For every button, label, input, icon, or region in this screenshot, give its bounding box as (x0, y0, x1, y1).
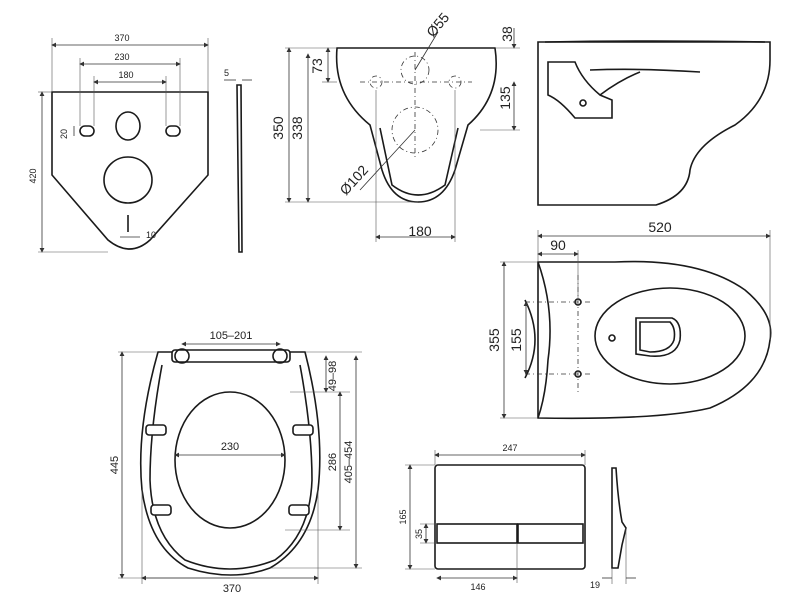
top-width-label: 355 (486, 328, 502, 352)
seat-inner-height-label: 286 (327, 453, 339, 471)
bowl-bolt-left (369, 75, 383, 89)
frame-bottom-label: 10 (146, 230, 156, 240)
bowl-hole-large (391, 106, 439, 154)
plate-width-label: 247 (502, 443, 517, 453)
mounting-frame-drawing: 370 230 180 420 20 10 5 (28, 33, 252, 253)
top-back-curve2 (524, 299, 536, 379)
top-inner-bowl (594, 287, 746, 385)
plate-button-right (517, 523, 584, 544)
bowl-side-drawing (537, 40, 771, 206)
side-trap (599, 71, 641, 96)
frame-profile (236, 84, 243, 253)
top-outline (537, 260, 772, 420)
bowl-offset-label: 73 (309, 58, 325, 74)
flush-plate-drawing: 247 165 35 146 19 (398, 443, 636, 592)
plate-button-left (436, 523, 518, 544)
top-drain (635, 317, 682, 357)
frame-height-label: 420 (28, 168, 38, 183)
seat-bumper-4 (288, 504, 310, 516)
plate-outline (434, 464, 586, 570)
frame-slot-right (165, 125, 181, 137)
frame-slot-left (79, 125, 95, 137)
side-outline (537, 41, 771, 206)
bowl-mid-label: 135 (497, 86, 513, 110)
top-drain-inner (639, 321, 676, 353)
side-bracket (547, 61, 613, 119)
seat-drawing: 105–201 445 370 230 49–98 286 405–454 (109, 330, 362, 595)
bowl-inner-line (379, 127, 459, 196)
seat-outer (139, 351, 321, 576)
top-rim-hole (608, 334, 616, 342)
seat-bumper-2 (292, 424, 314, 436)
seat-hinge-left (174, 348, 190, 364)
top-mount-label: 155 (508, 328, 524, 352)
frame-spacing-label: 230 (114, 52, 129, 62)
seat-width-label: 370 (223, 583, 241, 595)
bowl-top-drawing: 520 90 355 155 (486, 219, 772, 420)
seat-hinge-right (272, 348, 288, 364)
plate-height-label: 165 (398, 509, 408, 524)
side-top-edge (544, 40, 766, 43)
bowl-outline (335, 47, 497, 203)
side-bolt (579, 99, 587, 107)
frame-main-hole (103, 156, 153, 204)
top-length-label: 520 (648, 219, 672, 235)
plate-button-height-label: 35 (414, 529, 424, 539)
bowl-hole-small (400, 55, 430, 85)
plate-button-width-label: 146 (470, 582, 485, 592)
seat-opening (174, 391, 286, 529)
seat-cover-line (149, 364, 313, 570)
side-rim (589, 68, 701, 73)
top-front-label: 90 (550, 237, 566, 253)
frame-outline (51, 91, 209, 250)
seat-inner-width-label: 230 (221, 441, 239, 453)
seat-range-label: 405–454 (343, 441, 355, 484)
seat-hinge-label: 105–201 (210, 330, 253, 342)
bowl-front-drawing: 350 338 73 38 135 Ø55 Ø102 180 (270, 9, 520, 242)
plate-depth-label: 19 (590, 580, 600, 590)
bowl-large-diameter-label: Ø102 (336, 162, 371, 198)
bowl-height-label: 338 (289, 116, 305, 140)
plate-profile (611, 467, 627, 569)
frame-top-hole (115, 111, 141, 141)
seat-hinge-bar (171, 349, 291, 363)
seat-length-label: 445 (109, 456, 121, 474)
seat-offset-label: 49–98 (327, 361, 339, 392)
bowl-bottom-width-label: 180 (408, 223, 432, 239)
bowl-total-height-label: 350 (270, 116, 286, 140)
frame-slot-label: 20 (59, 129, 69, 139)
seat-bumper-3 (150, 504, 172, 516)
bowl-top-label: 38 (499, 26, 515, 42)
frame-thickness-label: 5 (224, 68, 229, 78)
frame-inner-label: 180 (118, 70, 133, 80)
bowl-small-diameter-label: Ø55 (423, 9, 452, 40)
seat-bumper-1 (145, 424, 167, 436)
top-back-curve (537, 261, 551, 419)
frame-width-label: 370 (114, 33, 129, 43)
